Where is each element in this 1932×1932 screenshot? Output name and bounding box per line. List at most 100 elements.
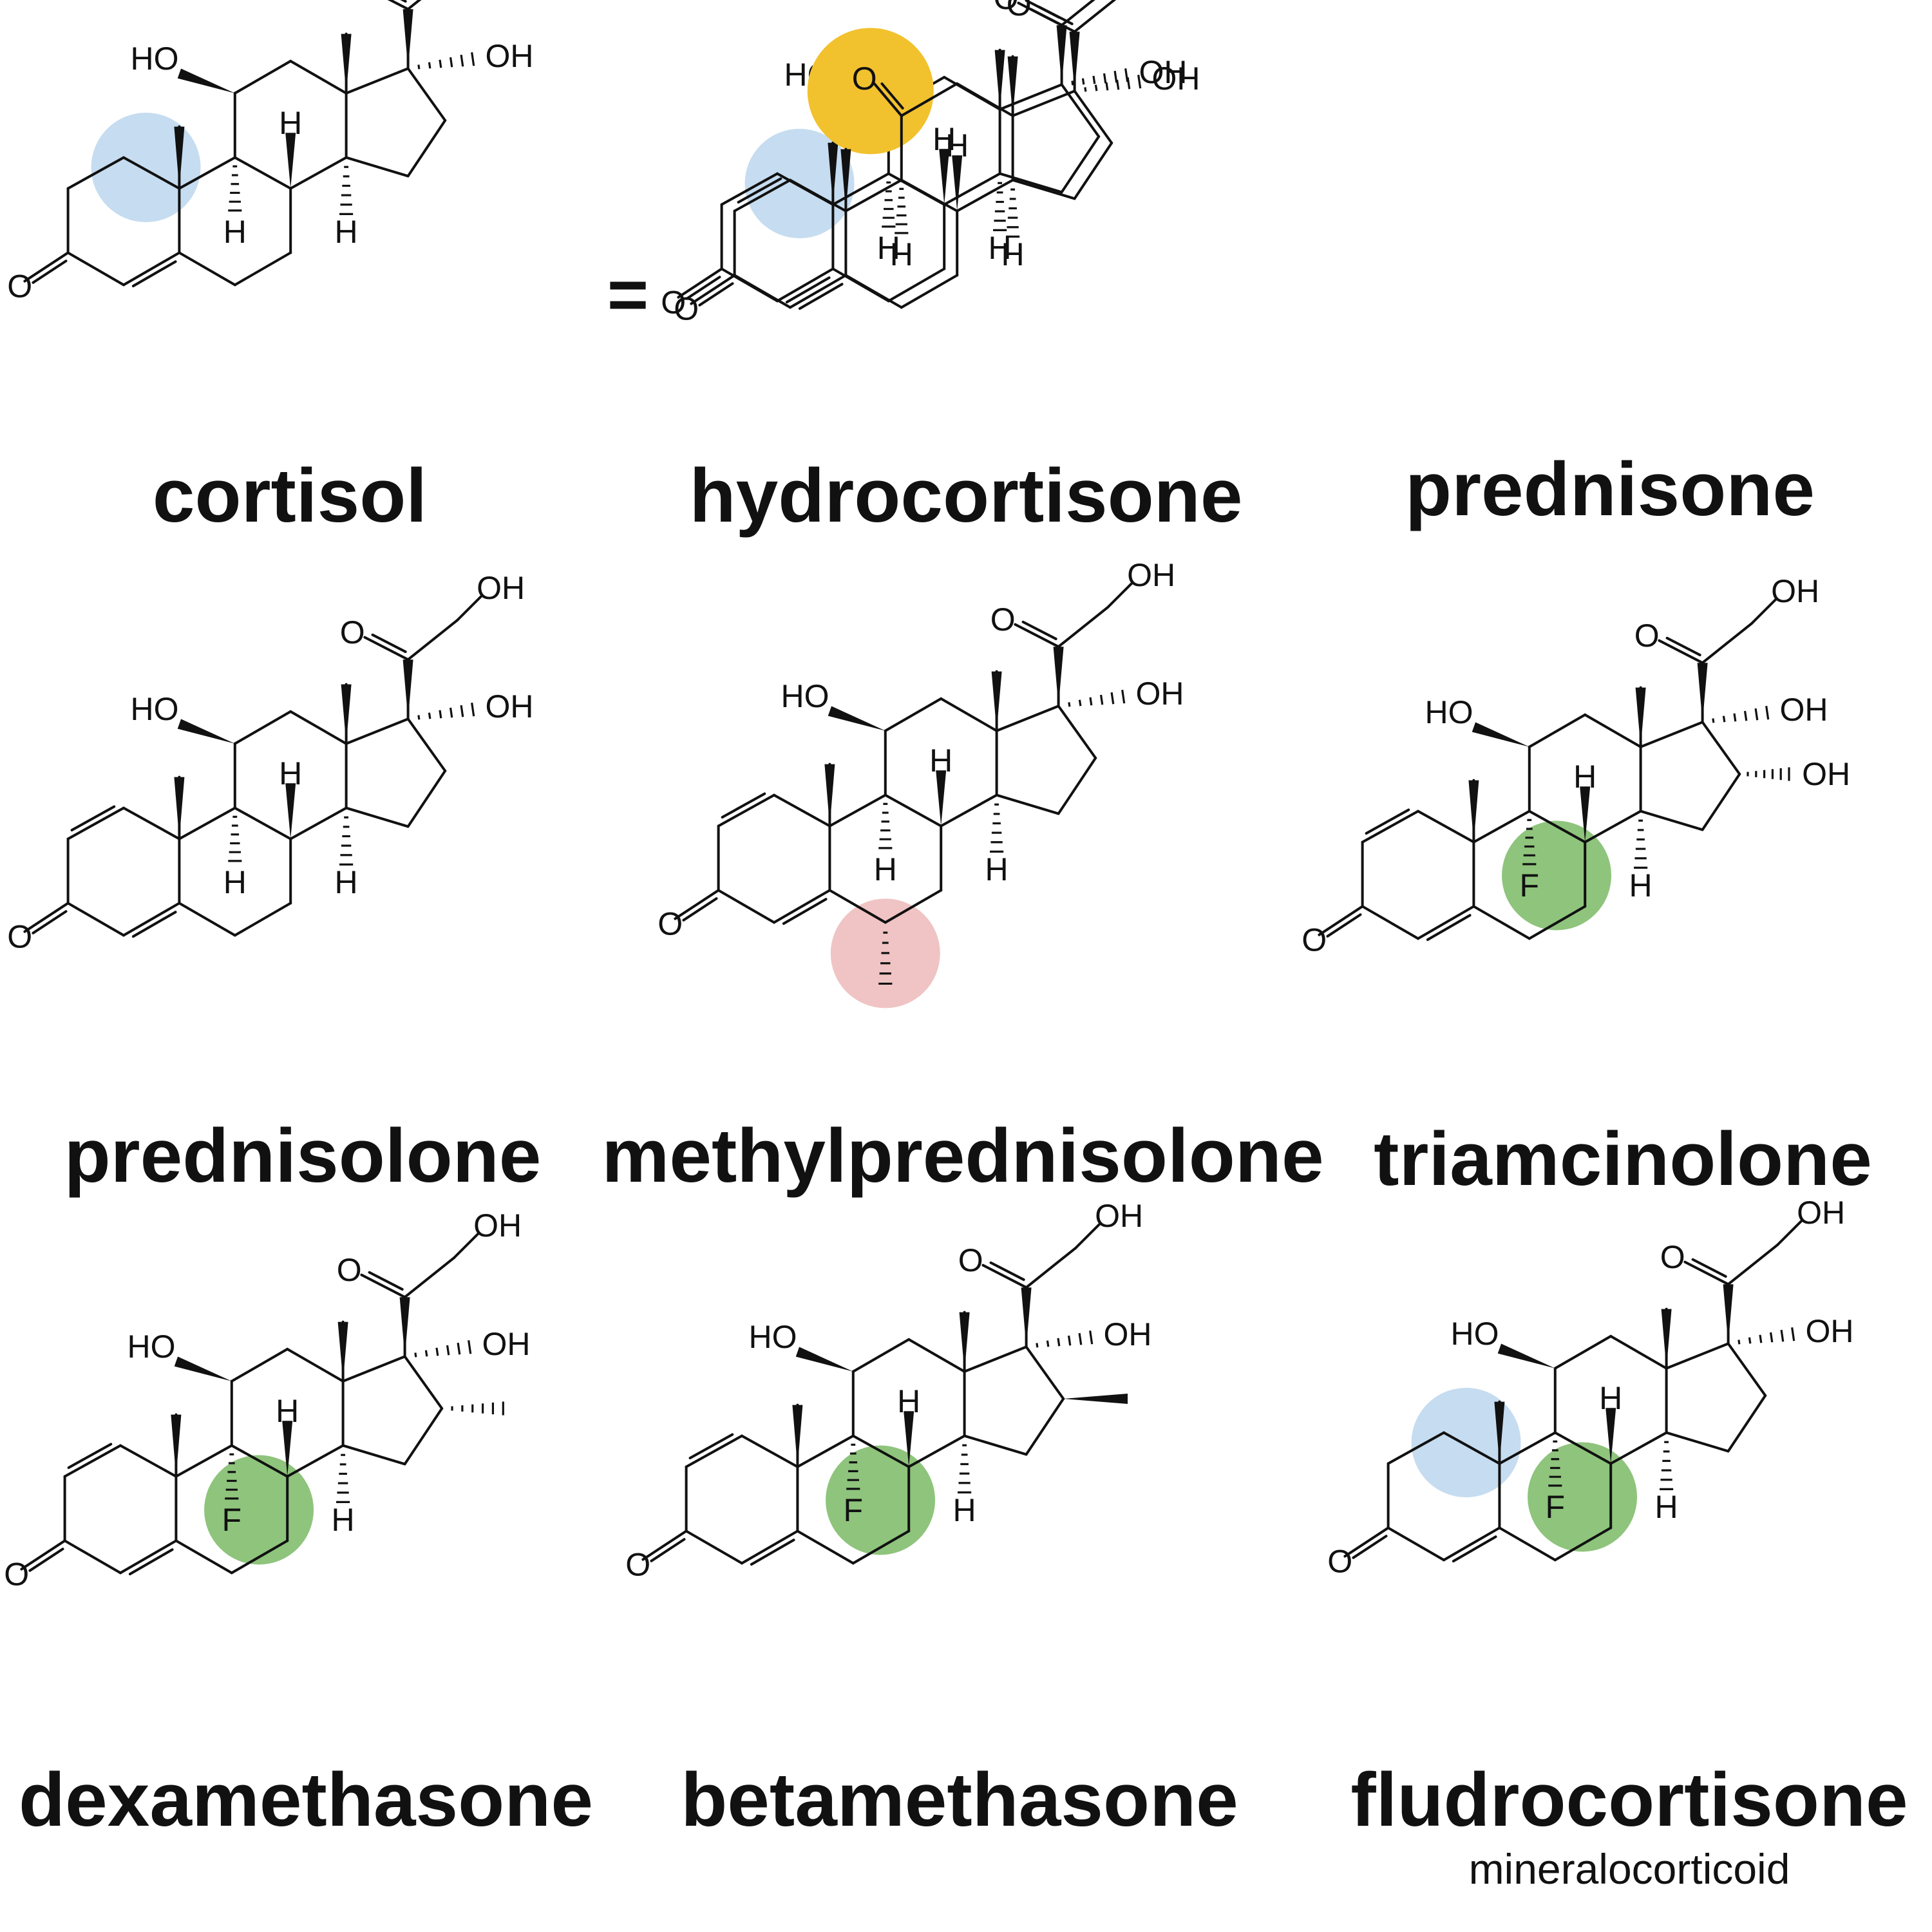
bond xyxy=(341,1355,406,1383)
atom-label-oh: OH xyxy=(1127,557,1175,593)
atom-label-oh: OH xyxy=(486,38,534,74)
double-bond-line xyxy=(650,1538,686,1562)
atom-label-o: O xyxy=(1327,1543,1352,1579)
bond xyxy=(1417,905,1475,940)
bond xyxy=(1528,810,1587,844)
wedge-bond xyxy=(840,149,851,211)
bond xyxy=(66,806,125,840)
bond xyxy=(1727,1243,1779,1286)
hashed-bond xyxy=(417,703,475,720)
double-bond-line xyxy=(1665,636,1701,657)
wedge-bond xyxy=(1605,1408,1616,1464)
atom-label-oh: OH xyxy=(1771,573,1819,609)
atom-label-o: O xyxy=(852,61,877,97)
atom-label-oh: OH xyxy=(473,1208,522,1244)
wedge-bond xyxy=(824,764,835,826)
bond xyxy=(943,172,1001,206)
bond xyxy=(900,82,959,117)
atom-label-oh: OH xyxy=(482,1326,531,1362)
bond xyxy=(1074,1222,1102,1249)
bond xyxy=(851,1434,911,1468)
bond xyxy=(1361,905,1419,940)
bond xyxy=(178,806,236,840)
molecule-prednisone: OHOOOHHHOHprednisone xyxy=(674,0,1815,532)
bond xyxy=(286,1347,345,1383)
wedge-bond xyxy=(1661,1309,1672,1368)
bond xyxy=(406,0,422,11)
wedge-bond xyxy=(828,706,886,731)
atom-label-h: H xyxy=(1599,1380,1622,1416)
double-bond-line xyxy=(32,260,68,284)
molecule-name-label: betamethasone xyxy=(681,1757,1238,1842)
bond-lines xyxy=(23,0,475,288)
atom-label-h: H xyxy=(1655,1489,1678,1525)
atom-label-h: H xyxy=(933,121,956,157)
bond xyxy=(940,793,998,828)
bond xyxy=(717,793,775,828)
bond xyxy=(175,1539,233,1575)
bond xyxy=(963,1345,1028,1373)
hashed-bond xyxy=(451,1401,504,1416)
wedge-bond xyxy=(936,770,947,826)
atom-label-h: H xyxy=(877,230,900,266)
bond xyxy=(884,889,943,924)
ring-a-highlight xyxy=(744,128,855,238)
double-bond-line xyxy=(698,282,734,307)
bond xyxy=(998,172,1063,194)
bond-lines xyxy=(1318,597,1790,942)
hashed-bond xyxy=(958,1444,972,1493)
bond xyxy=(1701,621,1754,665)
bond xyxy=(1498,1526,1557,1562)
molecule-cortisol: OHOOOHHHHOHcortisol xyxy=(7,0,534,538)
atom-label-h: H xyxy=(223,214,247,250)
atom-label-o: O xyxy=(7,268,32,304)
atom-label-h: H xyxy=(279,755,302,791)
bond xyxy=(233,251,292,287)
bond xyxy=(1553,1526,1613,1562)
bond xyxy=(345,67,410,95)
bond-lines xyxy=(23,594,484,938)
double-bond-line xyxy=(32,910,68,934)
wedge-bond xyxy=(402,9,413,69)
bond xyxy=(122,156,181,190)
bond xyxy=(1584,713,1642,748)
hashed-bond xyxy=(990,803,1004,853)
bond xyxy=(403,1256,456,1299)
wedge-bond xyxy=(1580,786,1591,842)
double-bond-line xyxy=(131,260,177,288)
atom-label-f: F xyxy=(222,1502,242,1538)
wedge-bond xyxy=(1723,1284,1734,1344)
bond xyxy=(956,178,1014,213)
atom-label-h: H xyxy=(1001,236,1025,272)
atom-label-h: H xyxy=(223,864,247,900)
atom-label-o: O xyxy=(7,918,32,954)
bond xyxy=(122,806,181,840)
wedge-bond xyxy=(1053,647,1064,706)
wedge-bond xyxy=(285,133,296,189)
atom-label-oh: OH xyxy=(1806,1313,1854,1349)
bond xyxy=(851,1530,911,1565)
bond xyxy=(122,251,181,287)
molecule-name-label: prednisolone xyxy=(64,1113,542,1198)
molecule-name-label: methylprednisolone xyxy=(601,1113,1323,1198)
wedge-bond xyxy=(337,1321,348,1381)
bond xyxy=(406,770,447,828)
atom-label-o: O xyxy=(674,290,699,327)
bond xyxy=(360,1273,406,1299)
bond xyxy=(345,806,410,828)
hashed-bond xyxy=(228,165,242,212)
bond xyxy=(844,178,903,213)
wedge-bond xyxy=(1697,663,1708,723)
bond xyxy=(1727,1342,1767,1397)
bond xyxy=(1106,581,1134,609)
hashed-bond xyxy=(882,181,896,228)
hashed-bond xyxy=(1548,1440,1562,1487)
bond xyxy=(233,806,292,840)
bond xyxy=(884,793,943,828)
bond xyxy=(403,1407,444,1466)
wedge-bond xyxy=(174,126,185,189)
bond xyxy=(1011,178,1076,200)
bond xyxy=(63,1444,122,1478)
